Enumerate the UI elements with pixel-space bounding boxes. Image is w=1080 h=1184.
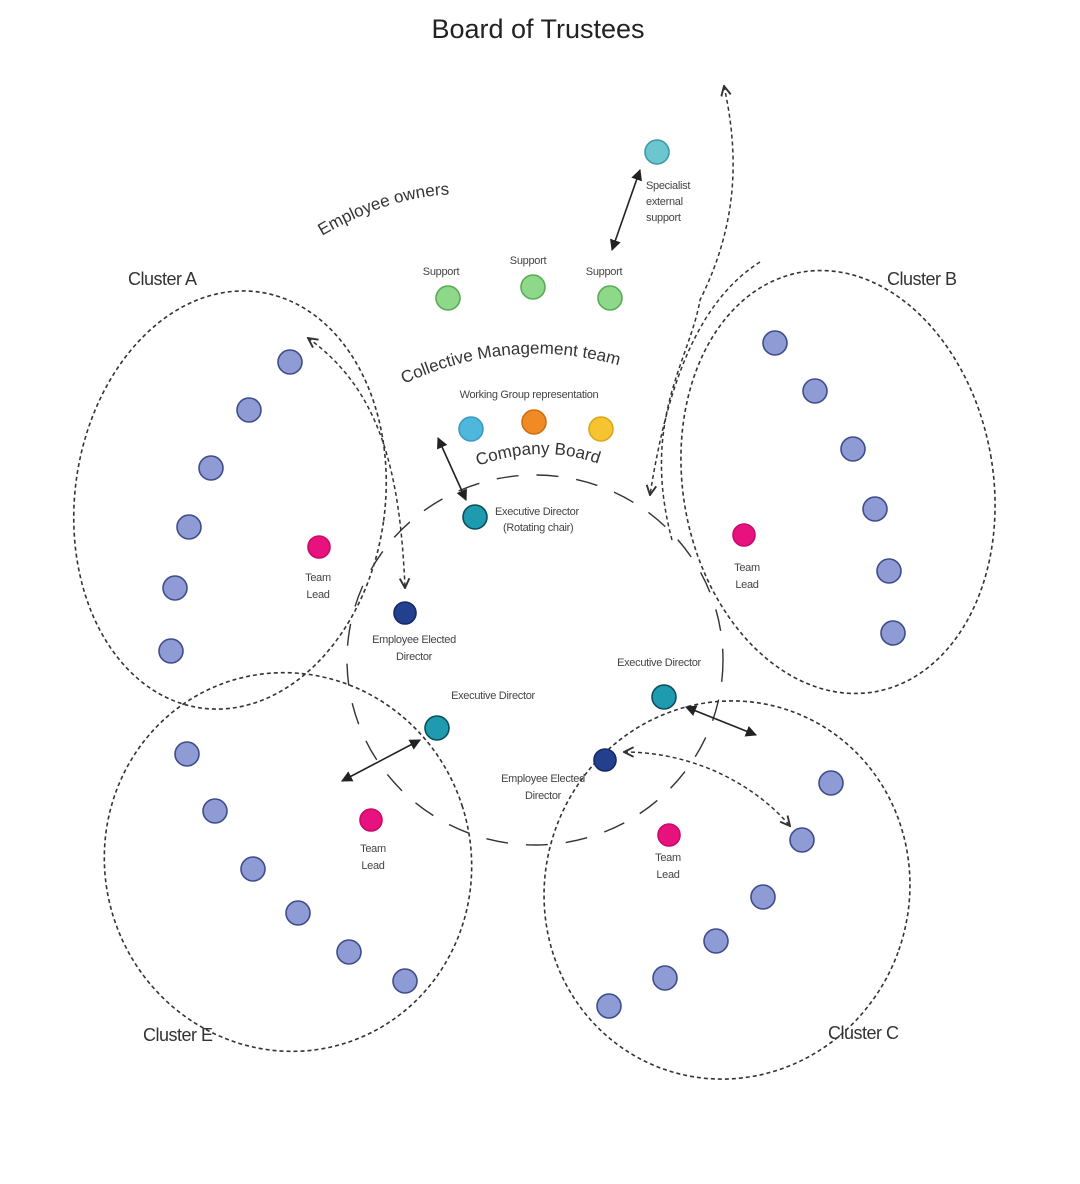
cluster-c-member-node — [703, 928, 729, 954]
cluster-c-member-node — [652, 965, 678, 991]
company-board-label: Company Board — [473, 439, 603, 470]
cluster-e-executive-arrow — [341, 739, 421, 782]
cluster-c-label: Cluster C — [828, 1023, 899, 1043]
cluster-a-director-link-arrow — [308, 338, 405, 588]
director-label: Director — [525, 790, 562, 802]
cluster-members — [158, 330, 906, 1019]
executive-director-node — [651, 684, 677, 710]
company-board-outline — [346, 474, 724, 846]
cluster-b-member-node — [880, 620, 906, 646]
cluster-b-to-board-arrow — [650, 261, 761, 495]
cluster-b-member-node — [862, 496, 888, 522]
team-lead-cluster-e: Team Lead — [359, 808, 386, 872]
cluster-a-member-node — [176, 514, 202, 540]
support-node — [597, 285, 623, 311]
wg-executive-arrow — [437, 436, 467, 502]
cluster-c-member-node — [596, 993, 622, 1019]
cluster-c-member-node — [750, 884, 776, 910]
cluster-a-outline — [72, 290, 388, 710]
cluster-b-member-node — [876, 558, 902, 584]
cluster-a-member-node — [236, 397, 262, 423]
specialist-support-node: Specialist external support — [644, 139, 691, 224]
executive-director-rotating-chair: Executive Director (Rotating chair) — [462, 504, 580, 534]
cluster-e-member-node — [174, 741, 200, 767]
team-lead-label: Lead — [656, 869, 679, 881]
cluster-b-member-node — [802, 378, 828, 404]
team-lead-node — [359, 808, 383, 832]
team-lead-cluster-a: Team Lead — [305, 535, 331, 601]
cluster-c-director-link-arrow — [624, 752, 790, 826]
cluster-a-member-node — [198, 455, 224, 481]
cluster-c-outline — [543, 700, 911, 1080]
employee-elected-director-node — [393, 601, 417, 625]
cluster-e-member-node — [240, 856, 266, 882]
cluster-e-outline — [103, 671, 473, 1053]
team-lead-label: Lead — [735, 579, 758, 591]
cluster-a-label: Cluster A — [128, 269, 197, 289]
support-node — [520, 274, 546, 300]
cluster-a-member-node — [158, 638, 184, 664]
team-lead-node — [307, 535, 331, 559]
employee-elected-director-left: Employee Elected Director — [372, 601, 456, 663]
executive-director-label: Executive Director — [451, 690, 535, 702]
employee-elected-label: Employee Elected — [501, 773, 585, 785]
specialist-label-1: Specialist — [646, 180, 690, 192]
executive-director-right: Executive Director — [617, 657, 702, 710]
executive-director-label: Executive Director — [617, 657, 701, 669]
cluster-a-member-node — [162, 575, 188, 601]
team-lead-label: Team — [734, 562, 760, 574]
working-group-node-yellow — [588, 416, 614, 442]
executive-director-node — [462, 504, 488, 530]
specialist-label-3: support — [646, 212, 681, 224]
working-group-label: Working Group representation — [460, 389, 599, 401]
team-lead-label: Team — [655, 852, 681, 864]
cluster-c-executive-arrow — [684, 705, 758, 737]
executive-director-node — [424, 715, 450, 741]
director-label: Director — [396, 651, 433, 663]
cluster-b-outline — [680, 269, 996, 695]
team-lead-cluster-b: Team Lead — [732, 523, 760, 591]
cluster-c-member-node — [818, 770, 844, 796]
collective-management-label: Collective Management team — [398, 339, 623, 388]
working-group-node-blue — [458, 416, 484, 442]
executive-director-left: Executive Director — [424, 690, 536, 741]
team-lead-node — [732, 523, 756, 547]
employee-elected-director-node — [593, 748, 617, 772]
support-specialist-arrow — [610, 168, 642, 252]
cluster-e-member-node — [285, 900, 311, 926]
team-lead-label: Team — [360, 843, 386, 855]
cluster-e-member-node — [202, 798, 228, 824]
team-lead-node — [657, 823, 681, 847]
cluster-e-label: Cluster E — [143, 1025, 213, 1045]
cluster-c-member-node — [789, 827, 815, 853]
specialist-label-2: external — [646, 196, 683, 208]
team-lead-cluster-c: Team Lead — [655, 823, 681, 881]
team-lead-label: Team — [305, 572, 331, 584]
support-label: Support — [423, 266, 460, 278]
rotating-chair-label: (Rotating chair) — [503, 522, 573, 534]
support-label: Support — [510, 255, 547, 267]
cluster-b-member-node — [840, 436, 866, 462]
diagram-title: Board of Trustees — [431, 14, 644, 44]
working-group-node-orange — [521, 409, 547, 435]
cluster-b-member-node — [762, 330, 788, 356]
cluster-e-member-node — [392, 968, 418, 994]
support-node — [435, 285, 461, 311]
team-lead-label: Lead — [361, 860, 384, 872]
executive-director-label: Executive Director — [495, 506, 579, 518]
cluster-b-label: Cluster B — [887, 269, 957, 289]
trustees-link-arrow — [660, 86, 734, 541]
employee-elected-label: Employee Elected — [372, 634, 456, 646]
support-label: Support — [586, 266, 623, 278]
cluster-e-member-node — [336, 939, 362, 965]
employee-elected-director-right: Employee Elected Director — [501, 748, 617, 802]
employee-owners-label: Employee owners — [315, 180, 450, 240]
team-lead-label: Lead — [306, 589, 329, 601]
cluster-a-member-node — [277, 349, 303, 375]
support-nodes: Support Support Support — [423, 255, 623, 311]
